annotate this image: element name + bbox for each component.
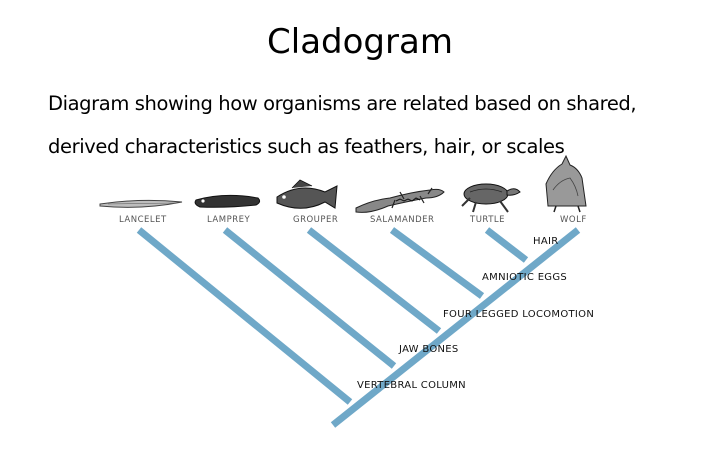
taxon-label-lamprey: LAMPREY [207, 215, 250, 225]
trait-labels: HAIR AMNIOTIC EGGS FOUR LEGGED LOCOMOTIO… [357, 236, 594, 391]
taxon-label-lancelet: LANCELET [119, 215, 167, 225]
trait-label-four-legged-locomotion: FOUR LEGGED LOCOMOTION [443, 309, 594, 320]
subtitle: Diagram showing how organisms are relate… [48, 82, 698, 168]
branch-grouper [306, 227, 442, 334]
trunk-branch [330, 227, 581, 428]
taxon-label-turtle: TURTLE [469, 215, 505, 225]
taxon-label-wolf: WOLF [560, 215, 587, 225]
grouper-illustration [276, 179, 338, 209]
branch-lamprey [222, 227, 397, 369]
taxon-label-grouper: GROUPER [293, 215, 338, 225]
lamprey-illustration [194, 194, 261, 208]
salamander-illustration [355, 187, 445, 213]
trait-label-amniotic-eggs: AMNIOTIC EGGS [482, 272, 567, 283]
trait-label-hair: HAIR [533, 236, 558, 247]
trait-label-vertebral-column: VERTEBRAL COLUMN [357, 380, 466, 391]
subtitle-line-1: Diagram showing how organisms are relate… [48, 92, 637, 115]
branch-salamander [389, 227, 485, 299]
subtitle-line-2: derived characteristics such as feathers… [48, 135, 565, 158]
wolf-illustration [545, 154, 587, 213]
turtle-illustration [461, 183, 521, 213]
lancelet-illustration [99, 199, 183, 208]
branch-lancelet [136, 227, 353, 405]
page-title: Cladogram [267, 22, 453, 62]
branch-turtle [484, 227, 529, 263]
trait-label-jaw-bones: JAW BONES [398, 344, 459, 355]
taxon-label-salamander: SALAMANDER [370, 215, 434, 225]
taxa-labels: LANCELET LAMPREY GROUPER SALAMANDER TURT… [119, 215, 587, 225]
cladogram-branches [136, 227, 581, 428]
